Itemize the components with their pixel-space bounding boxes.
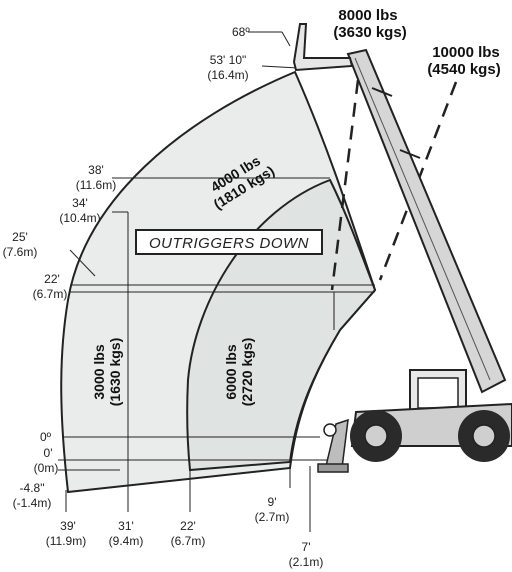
capacity-6000-lbs: 6000 lbs [223,344,239,399]
height-label-m: (10.4m) [59,211,100,225]
telehandler-machine [292,23,512,473]
reach-label-m: (11.9m) [46,534,86,548]
boom-position-lines [330,79,458,291]
height-label-ft: 34' [72,196,88,210]
reach-label-ft: 22' [180,519,196,533]
height-label-m: (11.6m) [76,178,116,192]
capacity-3000-kgs: (1630 kgs) [107,338,123,406]
reach-label-ft: 31' [118,519,134,533]
reach-label-m: (2.7m) [255,510,290,524]
reach-label-m: (9.4m) [109,534,144,548]
reach-label-ft: 7' [302,540,311,554]
fork-carriage [292,23,354,72]
capacity-10000-lbs: 10000 lbs [432,44,500,61]
outriggers-banner-text: OUTRIGGERS DOWN [149,235,309,252]
height-label-m: (16.4m) [207,68,248,82]
reach-label-m: (6.7m) [171,534,206,548]
height-label-ft: 38' [88,163,104,177]
capacity-10000-kgs: (4540 kgs) [427,61,500,78]
reference-lines [58,31,375,532]
height-label-m: (-1.4m) [13,496,52,510]
height-label-ft: 25' [12,230,28,244]
capacity-8000-lbs: 8000 lbs [338,7,397,24]
height-label-ft: 22' [44,272,60,286]
height-label-m: (6.7m) [33,287,68,301]
capacity-8000-kgs: (3630 kgs) [333,24,406,41]
height-label-ft: 53' 10" [210,53,247,67]
reach-label-ft: 9' [268,495,277,509]
zone-inner-6000 [186,178,377,472]
height-label-ft: 0' [44,446,53,460]
outriggers-banner-box [135,229,323,255]
height-label-m: (0m) [34,461,59,475]
reach-label-m: (2.1m) [289,555,324,569]
height-label-ft: -4.8" [20,481,45,495]
capacity-6000-kgs: (2720 kgs) [239,338,255,406]
max-boom-angle: 68º [232,25,250,39]
zero-boom-angle: 0º [40,430,52,444]
capacity-3000-lbs: 3000 lbs [91,344,107,399]
reach-label-ft: 39' [60,519,76,533]
boom [346,48,507,394]
height-label-m: (7.6m) [3,245,38,259]
